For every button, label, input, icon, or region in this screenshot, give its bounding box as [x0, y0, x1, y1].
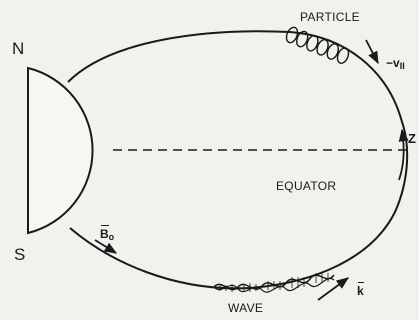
equator-label: EQUATOR — [276, 179, 337, 193]
earth-hemisphere — [27, 66, 94, 235]
field-direction-arrow — [94, 239, 118, 254]
wave-packet — [213, 273, 335, 293]
south-pole-label: S — [14, 245, 26, 264]
wave-label: WAVE — [228, 301, 264, 315]
particle-helix — [285, 26, 350, 64]
particle-label: PARTICLE — [300, 10, 360, 24]
field-vector-label: Bo — [100, 225, 115, 242]
field-symbol: B — [100, 225, 109, 241]
wave-vector-symbol: k — [357, 282, 364, 298]
parallel-velocity-label: −vII — [386, 56, 405, 71]
wave-vector-arrow — [317, 277, 350, 301]
field-line — [67, 30, 409, 290]
z-axis-arrow — [398, 128, 409, 181]
field-subscript: o — [108, 232, 115, 242]
parallel-velocity-symbol: v — [393, 56, 400, 70]
parallel-velocity-subscript: II — [399, 61, 405, 71]
particle-direction-arrow — [365, 39, 379, 65]
wave-vector-label: k — [357, 282, 364, 298]
north-pole-label: N — [12, 39, 25, 58]
z-axis-label: Z — [408, 131, 416, 146]
